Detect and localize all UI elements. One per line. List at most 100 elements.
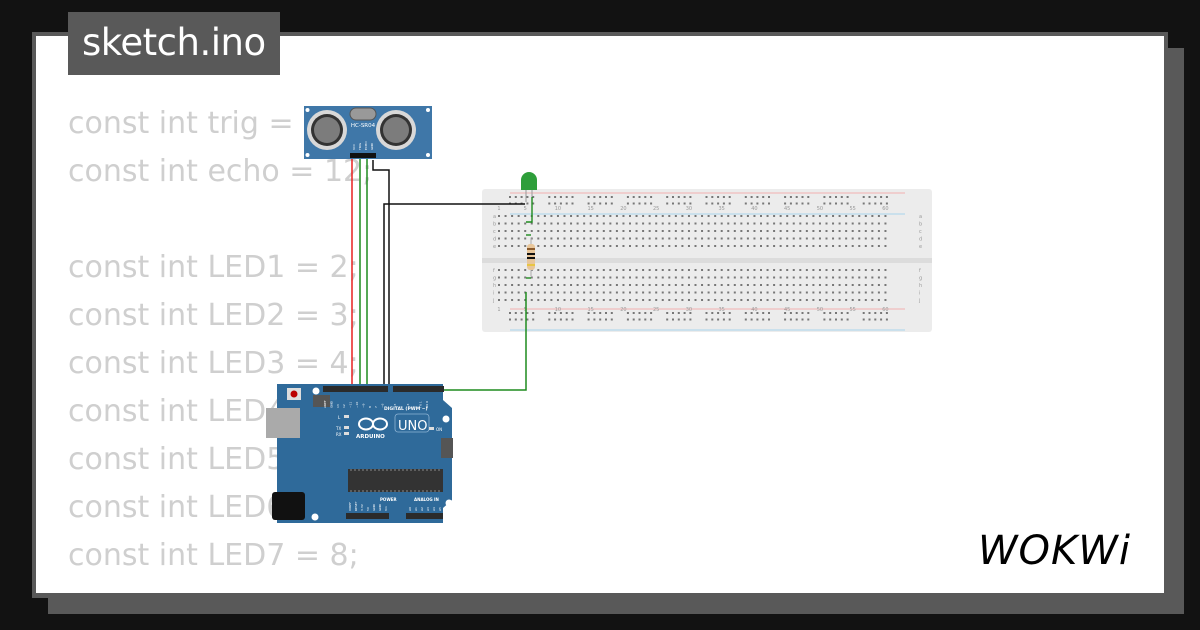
rail-hole[interactable] [571, 196, 574, 198]
breadboard-hole[interactable] [498, 222, 500, 225]
breadboard-hole[interactable] [740, 299, 743, 301]
breadboard-hole[interactable] [635, 215, 638, 217]
file-tab[interactable]: sketch.ino [68, 12, 280, 75]
rail-hole[interactable] [610, 196, 613, 198]
breadboard-hole[interactable] [825, 269, 828, 271]
rail-hole[interactable] [885, 196, 888, 198]
breadboard-hole[interactable] [792, 276, 795, 279]
breadboard-hole[interactable] [701, 237, 704, 240]
breadboard-hole[interactable] [779, 276, 782, 279]
rail-hole[interactable] [532, 318, 535, 321]
breadboard-hole[interactable] [648, 284, 651, 286]
breadboard-hole[interactable] [799, 284, 802, 286]
breadboard-hole[interactable] [537, 245, 540, 247]
breadboard-hole[interactable] [832, 230, 835, 232]
breadboard-hole[interactable] [589, 245, 592, 247]
breadboard-hole[interactable] [740, 215, 743, 217]
rail-hole[interactable] [750, 202, 753, 205]
rail-hole[interactable] [835, 318, 837, 321]
breadboard-hole[interactable] [681, 230, 684, 232]
breadboard-hole[interactable] [740, 269, 743, 271]
breadboard-hole[interactable] [583, 269, 586, 271]
breadboard-hole[interactable] [661, 222, 664, 225]
breadboard-hole[interactable] [589, 284, 592, 286]
breadboard-hole[interactable] [570, 245, 573, 247]
breadboard-hole[interactable] [779, 299, 782, 301]
rail-hole[interactable] [605, 202, 607, 205]
rail-hole[interactable] [689, 196, 692, 198]
breadboard-hole[interactable] [537, 291, 540, 294]
breadboard-hole[interactable] [596, 237, 599, 240]
rail-hole[interactable] [666, 196, 669, 198]
breadboard-hole[interactable] [543, 269, 546, 271]
rail-hole[interactable] [610, 318, 613, 321]
breadboard-hole[interactable] [818, 245, 821, 247]
rail-hole[interactable] [750, 196, 753, 198]
breadboard-hole[interactable] [655, 269, 658, 271]
breadboard-hole[interactable] [655, 245, 658, 247]
rail-hole[interactable] [846, 196, 849, 198]
rail-hole[interactable] [885, 312, 888, 314]
rail-hole[interactable] [559, 196, 562, 198]
breadboard-hole[interactable] [733, 222, 736, 225]
breadboard-hole[interactable] [589, 237, 592, 240]
breadboard-hole[interactable] [714, 276, 717, 279]
rail-hole[interactable] [840, 202, 843, 205]
rail-hole[interactable] [784, 318, 787, 321]
breadboard-hole[interactable] [602, 276, 605, 279]
breadboard-hole[interactable] [694, 215, 697, 217]
breadboard-hole[interactable] [556, 237, 559, 240]
breadboard-hole[interactable] [668, 245, 671, 247]
breadboard-hole[interactable] [766, 230, 769, 232]
rail-hole[interactable] [795, 312, 798, 314]
rail-hole[interactable] [605, 312, 607, 314]
breadboard-hole[interactable] [615, 230, 618, 232]
breadboard-hole[interactable] [753, 230, 756, 232]
breadboard-hole[interactable] [687, 237, 690, 240]
rail-hole[interactable] [610, 312, 613, 314]
rail-hole[interactable] [801, 202, 804, 205]
breadboard-hole[interactable] [733, 237, 736, 240]
breadboard-hole[interactable] [674, 299, 677, 301]
breadboard-hole[interactable] [537, 222, 540, 225]
breadboard-hole[interactable] [720, 284, 723, 286]
breadboard-hole[interactable] [825, 245, 828, 247]
breadboard-hole[interactable] [701, 215, 704, 217]
breadboard-hole[interactable] [556, 269, 559, 271]
breadboard-hole[interactable] [714, 215, 717, 217]
breadboard-hole[interactable] [589, 222, 592, 225]
breadboard-hole[interactable] [655, 230, 658, 232]
breadboard-hole[interactable] [687, 284, 690, 286]
breadboard-hole[interactable] [615, 291, 618, 294]
rail-hole[interactable] [565, 202, 568, 205]
breadboard-hole[interactable] [812, 269, 815, 271]
rail-hole[interactable] [565, 318, 568, 321]
breadboard-hole[interactable] [596, 230, 599, 232]
breadboard-hole[interactable] [760, 269, 762, 271]
breadboard-hole[interactable] [805, 237, 808, 240]
breadboard-hole[interactable] [570, 230, 573, 232]
rail-hole[interactable] [605, 196, 607, 198]
breadboard-hole[interactable] [648, 269, 651, 271]
breadboard-hole[interactable] [583, 245, 586, 247]
breadboard-hole[interactable] [668, 284, 671, 286]
breadboard-hole[interactable] [799, 230, 802, 232]
breadboard-hole[interactable] [563, 215, 566, 217]
breadboard-hole[interactable] [701, 230, 704, 232]
breadboard-hole[interactable] [871, 269, 874, 271]
breadboard-hole[interactable] [694, 222, 697, 225]
breadboard-hole[interactable] [864, 245, 867, 247]
breadboard-hole[interactable] [504, 284, 507, 286]
breadboard-hole[interactable] [877, 245, 880, 247]
breadboard-hole[interactable] [661, 245, 664, 247]
breadboard-hole[interactable] [727, 276, 730, 279]
breadboard-hole[interactable] [596, 291, 599, 294]
breadboard-hole[interactable] [498, 230, 500, 232]
breadboard-hole[interactable] [858, 237, 861, 240]
rail-hole[interactable] [744, 196, 747, 198]
breadboard-hole[interactable] [799, 299, 802, 301]
resistor[interactable] [527, 238, 535, 276]
breadboard-hole[interactable] [511, 269, 514, 271]
breadboard-hole[interactable] [642, 215, 645, 217]
rail-hole[interactable] [795, 202, 798, 205]
